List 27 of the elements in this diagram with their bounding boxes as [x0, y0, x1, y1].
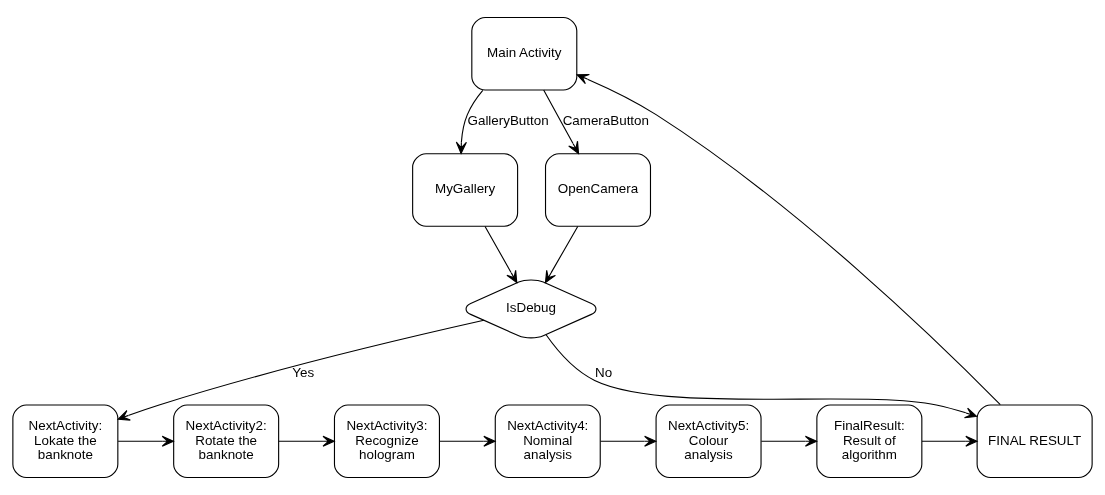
node-box: Main Activity	[471, 16, 578, 91]
arrow	[599, 435, 657, 447]
arrow	[545, 334, 978, 419]
arrow	[576, 73, 1001, 406]
edge-label: No	[595, 364, 613, 380]
node-box: NextActivity: Lokate the banknote	[12, 404, 119, 479]
arrow	[117, 435, 174, 447]
arrow	[117, 319, 485, 421]
edge-label: CameraButton	[562, 113, 649, 129]
arrow	[278, 435, 335, 447]
arrow	[455, 89, 484, 154]
node-box: FinalResult: Result of algorithm	[816, 404, 923, 479]
arrow	[484, 225, 518, 284]
node-box: FINAL RESULT	[976, 404, 1093, 479]
node-box: NextActivity5: Colour analysis	[655, 404, 762, 479]
arrow	[543, 89, 580, 154]
edge-label: GalleryButton	[467, 113, 549, 129]
node-box: NextActivity3: Recognize hologram	[333, 404, 440, 479]
edge-label: Yes	[292, 364, 315, 380]
arrow	[760, 435, 818, 447]
node-box: OpenCamera	[544, 153, 652, 227]
node-box: MyGallery	[412, 153, 519, 227]
arrow	[921, 435, 978, 447]
node-box: NextActivity2: Rotate the banknote	[173, 404, 280, 479]
node-box: NextActivity4: Nominal analysis	[494, 404, 601, 479]
arrow	[544, 225, 579, 284]
arrow	[439, 435, 496, 447]
